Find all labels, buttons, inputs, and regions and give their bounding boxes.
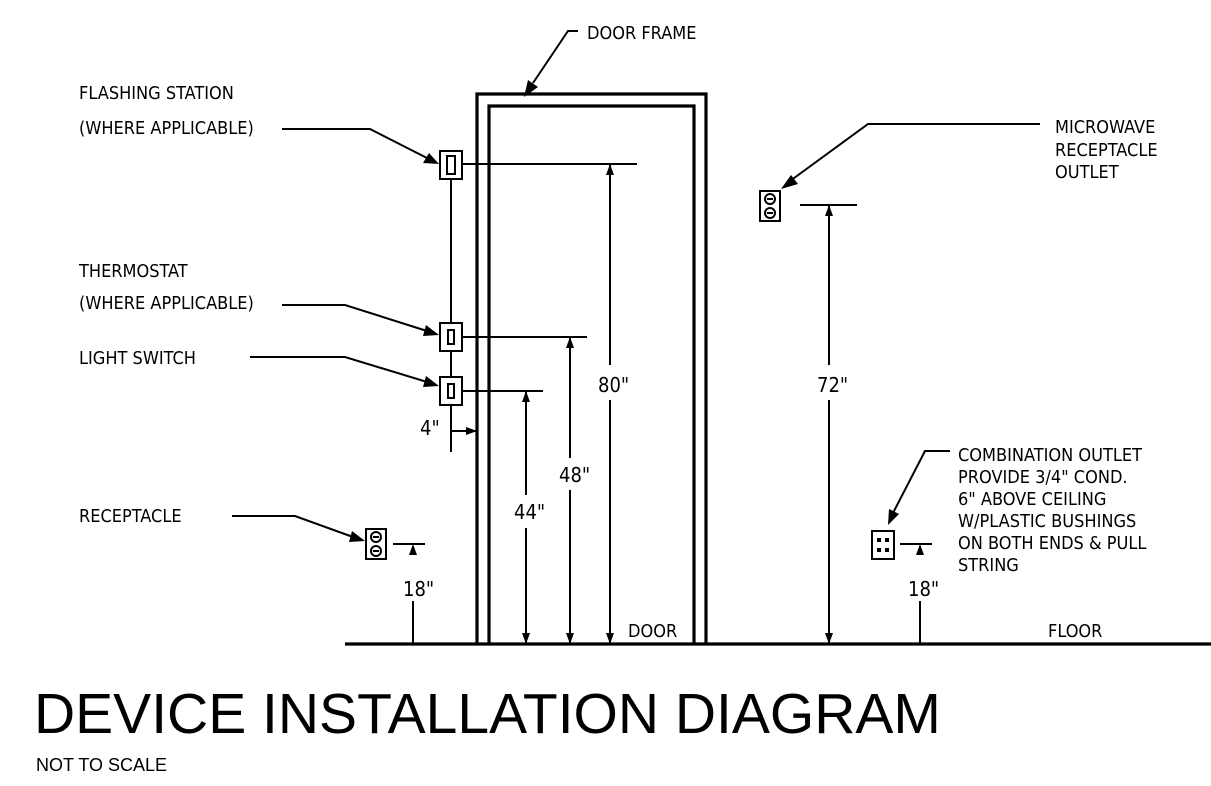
light-switch-leader (250, 356, 439, 387)
flashing-station-leader (282, 128, 439, 164)
dim-receptacle-18-label: 18" (403, 577, 434, 601)
combination-outlet-leader (888, 450, 950, 525)
diagram-title: DEVICE INSTALLATION DIAGRAM (34, 682, 941, 746)
combination-outlet-dimension (900, 543, 932, 644)
dim-72-label: 72" (817, 373, 848, 397)
receptacle-device (365, 528, 387, 560)
dim-48-label: 48" (559, 463, 590, 487)
light-switch-dimension (463, 390, 543, 644)
thermostat-label: THERMOSTAT (78, 261, 188, 282)
combo-note-line1: COMBINATION OUTLET (958, 445, 1142, 466)
combination-outlet-device (871, 530, 895, 560)
flashing-station-label: FLASHING STATION (79, 83, 234, 104)
thermostat-dimension (463, 336, 587, 644)
microwave-receptacle-device (759, 190, 781, 222)
receptacle-label: RECEPTACLE (79, 506, 182, 527)
diagram-subtitle: NOT TO SCALE (36, 755, 168, 775)
floor-label: FLOOR (1048, 621, 1102, 642)
microwave-label-line3: OUTLET (1055, 162, 1119, 183)
switch-offset-dimension (451, 427, 477, 435)
light-switch-label: LIGHT SWITCH (79, 348, 196, 369)
combo-note-line2: PROVIDE 3/4" COND. (958, 467, 1128, 488)
thermostat-note: (WHERE APPLICABLE) (79, 293, 254, 314)
dim-80-label: 80" (598, 373, 629, 397)
thermostat-leader (282, 304, 439, 336)
flashing-station-device (439, 150, 463, 180)
combo-note-line4: W/PLASTIC BUSHINGS (958, 511, 1136, 532)
door-label: DOOR (628, 621, 677, 642)
dim-combo-18-label: 18" (908, 577, 939, 601)
dim-44-label: 44" (514, 500, 545, 524)
combo-note-line5: ON BOTH ENDS & PULL (958, 533, 1146, 554)
light-switch-device (439, 376, 463, 406)
thermostat-device (439, 322, 463, 352)
microwave-label-line2: RECEPTACLE (1055, 140, 1158, 161)
door-frame (475, 92, 708, 644)
flashing-station-note: (WHERE APPLICABLE) (79, 118, 254, 139)
receptacle-dimension (393, 543, 425, 644)
microwave-leader (781, 123, 1040, 189)
combo-note-line3: 6" ABOVE CEILING (958, 489, 1106, 510)
microwave-dimension (800, 204, 857, 644)
flashing-station-dimension (463, 163, 637, 644)
combo-note-line6: STRING (958, 555, 1019, 576)
receptacle-leader (232, 515, 365, 542)
dim-4-label: 4" (420, 416, 440, 440)
microwave-label-line1: MICROWAVE (1055, 117, 1155, 138)
door-frame-label: DOOR FRAME (587, 23, 696, 44)
door-frame-leader (524, 30, 578, 97)
